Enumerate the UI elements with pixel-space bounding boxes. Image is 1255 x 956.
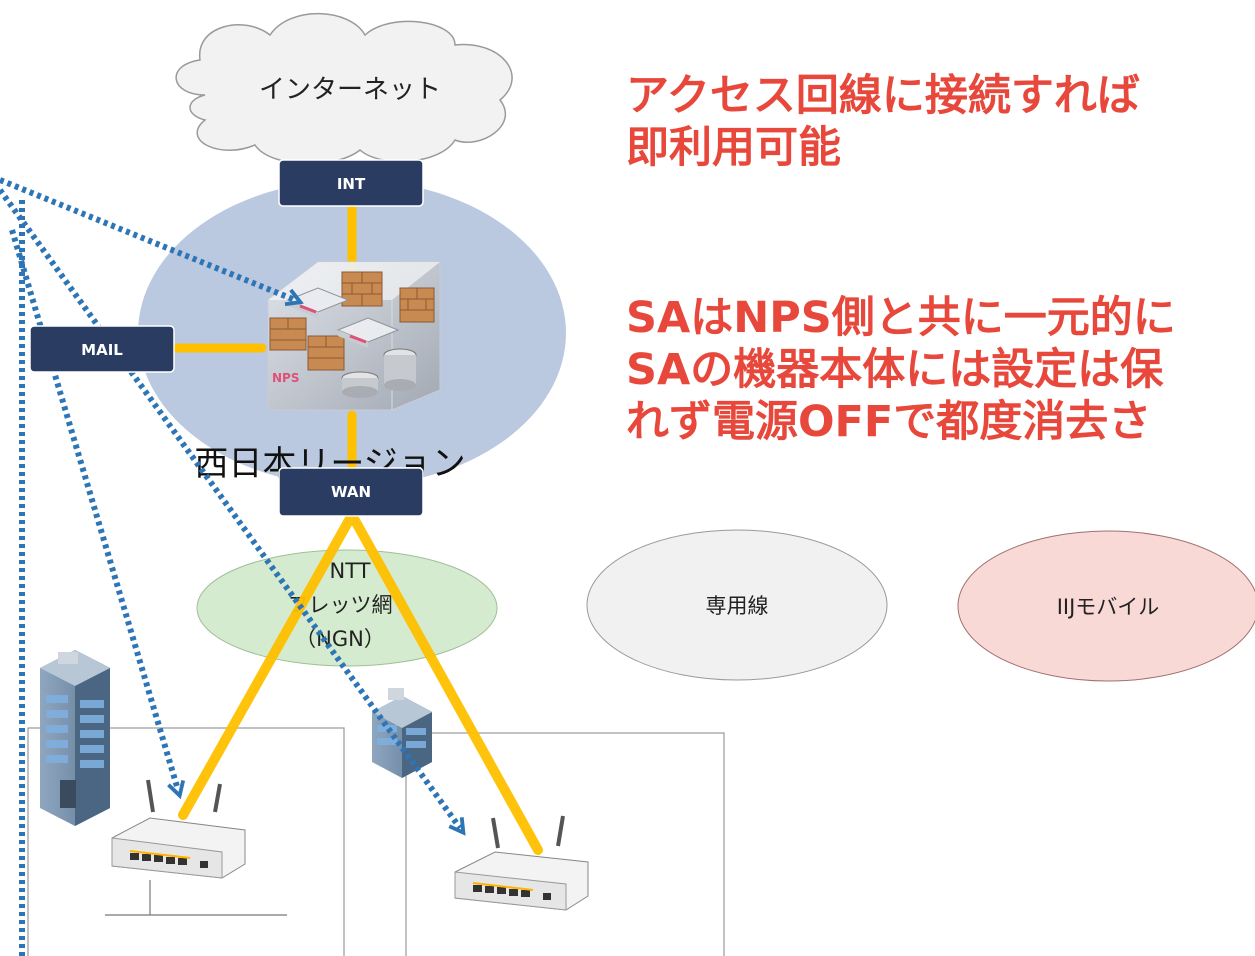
mobile-network — [957, 530, 1255, 682]
int-badge: INT — [278, 159, 424, 207]
internet-cloud: インターネット — [175, 12, 513, 165]
headline-access-line: アクセス回線に接続すれば 即利用可能 — [626, 70, 1140, 174]
mail-badge-label: MAIL — [81, 341, 123, 359]
mobile-network-label: IIJモバイル — [1057, 595, 1160, 619]
nps-label: NPS — [272, 371, 299, 385]
ngn-line-3: （NGN） — [295, 627, 385, 651]
access-router-icon — [105, 779, 287, 916]
mail-badge: MAIL — [29, 325, 175, 373]
wan-links — [178, 510, 543, 855]
dedicated-line-network — [586, 529, 888, 681]
arrow-to-nps — [0, 177, 304, 307]
arrow-to-router-left — [9, 229, 186, 800]
site-box-right — [405, 732, 725, 956]
access-router-icon — [454, 815, 589, 911]
ngn-line-1: NTT — [330, 559, 371, 583]
firewall-icon — [307, 335, 345, 371]
building-icon — [40, 650, 110, 826]
wan-badge-label: WAN — [331, 483, 371, 501]
router-icon — [336, 317, 400, 348]
firewall-icon — [269, 317, 307, 351]
server-icon — [341, 348, 417, 398]
int-badge-label: INT — [337, 175, 366, 193]
dedicated-line-label: 専用線 — [706, 594, 769, 618]
firewall-icon — [399, 287, 435, 323]
arrow-to-router-right — [0, 188, 466, 836]
cloud-icon — [175, 12, 513, 165]
headline-sa-config: SAはNPS側と共に一元的に SAの機器本体には設定は保 れず電源OFFで都度消… — [626, 292, 1176, 448]
firewall-icon — [341, 271, 383, 307]
nps-box: NPS — [267, 261, 441, 411]
headline-2-line-2: SAの機器本体には設定は保 — [626, 345, 1164, 395]
management-arrows — [0, 177, 466, 956]
wan-badge: WAN — [278, 467, 424, 517]
internet-label: インターネット — [259, 75, 441, 105]
site-box-left — [27, 727, 345, 956]
headline-2-line-1: SAはNPS側と共に一元的に — [626, 293, 1176, 343]
building-icon — [372, 688, 432, 778]
headline-1-line-1: アクセス回線に接続すれば — [626, 71, 1140, 121]
headline-2-line-3: れず電源OFFで都度消去さ — [626, 397, 1152, 447]
headline-1-line-2: 即利用可能 — [626, 123, 841, 173]
